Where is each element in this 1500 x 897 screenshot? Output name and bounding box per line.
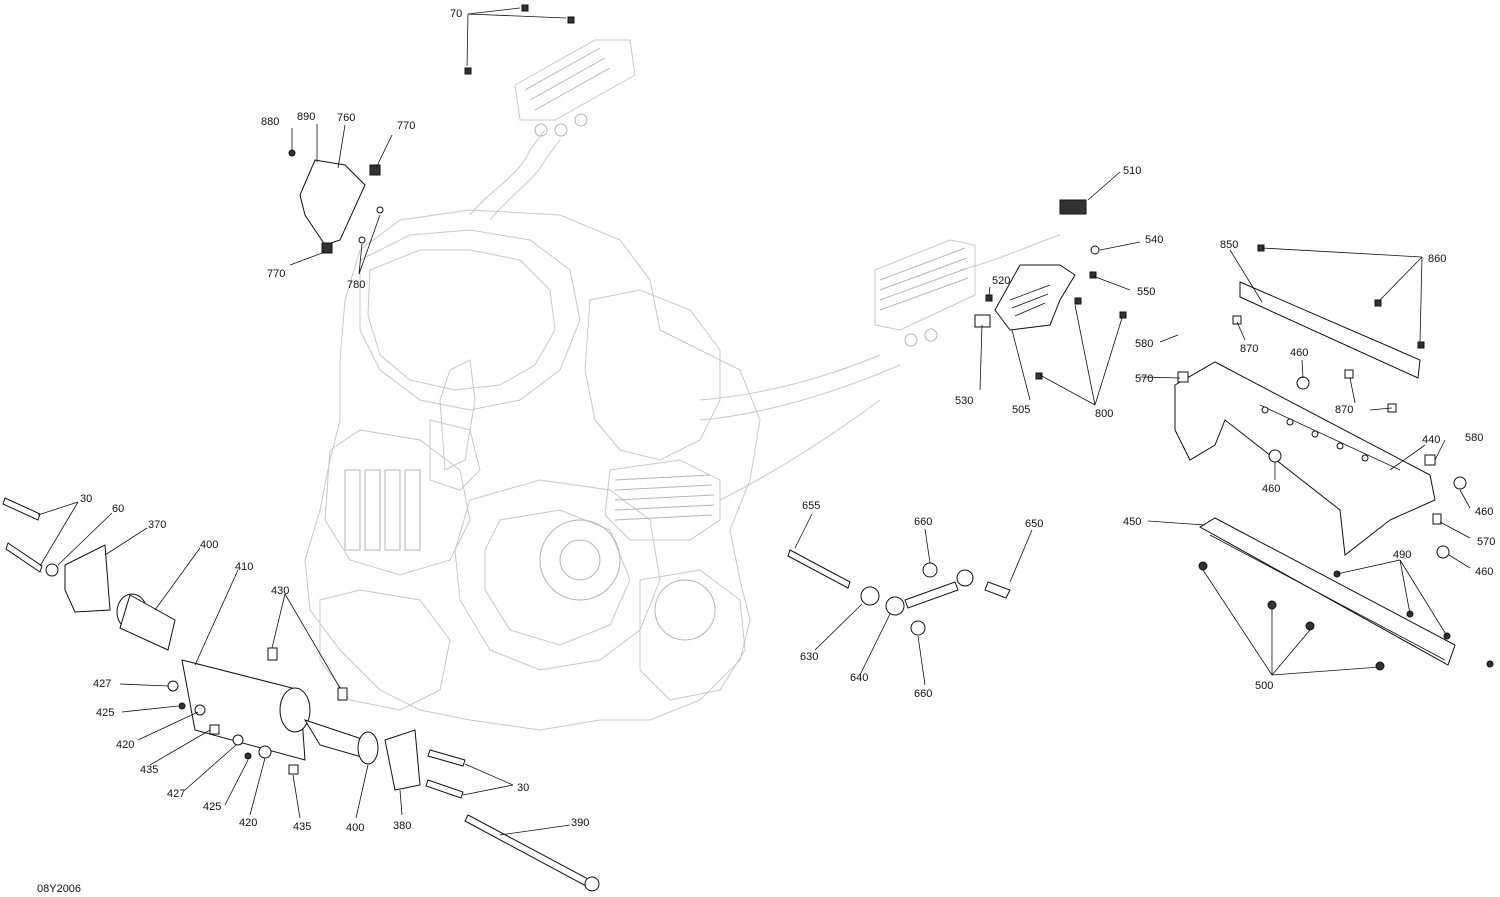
callout-label: 420 [116,739,134,751]
callout-label: 400 [200,539,218,551]
callout-label: 427 [167,788,185,800]
callout-label: 460 [1262,483,1280,495]
callout-label: 860 [1428,253,1446,265]
callout-label: 400 [346,822,364,834]
callout-label: 430 [271,585,289,597]
callout-label: 510 [1123,165,1141,177]
callout-label: 30 [80,493,92,505]
callout-label: 427 [93,678,111,690]
callout-label: 550 [1137,286,1155,298]
leader-lines [37,7,1471,836]
callout-label: 460 [1290,347,1308,359]
callout-label: 420 [239,817,257,829]
callout-label: 770 [397,120,415,132]
callout-label: 880 [261,116,279,128]
callout-label: 580 [1465,432,1483,444]
callout-label: 890 [297,111,315,123]
callout-label: 630 [800,651,818,663]
callout-label: 505 [1012,404,1030,416]
screw-70 [464,4,575,75]
callout-labels: 70 880 890 760 770 770 780 510 540 520 5… [80,8,1495,834]
callout-label: 460 [1475,506,1493,518]
rod-assembly [787,549,1011,636]
callout-label: 650 [1025,518,1043,530]
callout-label: 440 [1422,434,1440,446]
callout-label: 370 [148,519,166,531]
callout-label: 780 [347,279,365,291]
callout-label: 460 [1475,566,1493,578]
callout-label: 435 [293,821,311,833]
callout-label: 770 [267,268,285,280]
callout-label: 540 [1145,234,1163,246]
callout-label: 640 [850,672,868,684]
bracket-505 [974,199,1127,380]
callout-label: 870 [1335,404,1353,416]
engine-ghost [304,39,1061,731]
callout-label: 570 [1477,536,1495,548]
callout-label: 425 [203,801,221,813]
callout-label: 800 [1095,408,1113,420]
frame-440 [1174,361,1467,559]
callout-label: 490 [1393,549,1411,561]
callout-label: 30 [517,782,529,794]
bracket-760 [288,149,384,254]
callout-label: 570 [1135,373,1153,385]
callout-label: 410 [235,561,253,573]
callout-label: 450 [1123,516,1141,528]
callout-label: 870 [1240,343,1258,355]
callout-label: 660 [914,516,932,528]
figure-code: 08Y2006 [37,883,81,895]
callout-label: 520 [992,275,1010,287]
callout-label: 580 [1135,338,1153,350]
callout-label: 655 [802,500,820,512]
callout-label: 435 [140,764,158,776]
left-mount [2,497,600,892]
callout-label: 380 [393,820,411,832]
channel-450 [1198,517,1494,671]
callout-label: 425 [96,707,114,719]
callout-label: 390 [571,817,589,829]
callout-label: 660 [914,688,932,700]
callout-label: 500 [1255,680,1273,692]
callout-label: 70 [450,8,462,20]
callout-label: 530 [955,395,973,407]
callout-label: 850 [1220,239,1238,251]
callout-label: 60 [112,503,124,515]
callout-label: 760 [337,112,355,124]
